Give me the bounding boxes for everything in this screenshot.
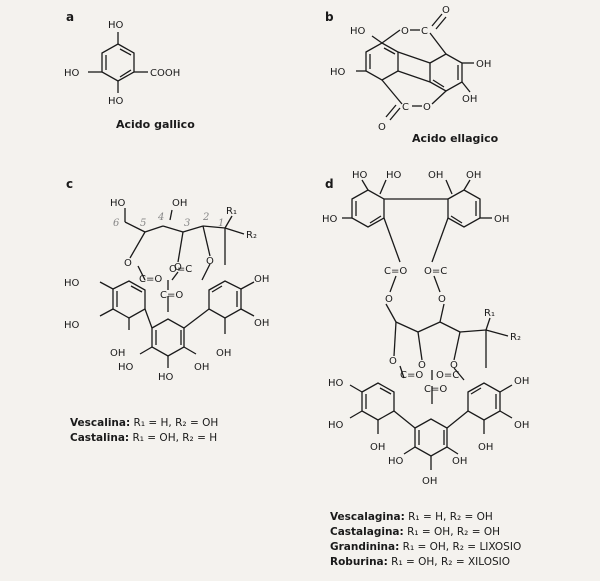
label-carbonyl-o: O: [442, 5, 450, 16]
label-ring-o: O: [124, 258, 132, 269]
label-carbonyl: O=C: [424, 266, 447, 277]
label-carbonyl: C=O: [384, 266, 407, 277]
label-carbonyl: O=C: [436, 370, 459, 381]
legend-substituents: R₁ = OH, R₂ = XILOSIO: [391, 556, 511, 568]
label-ho: HO: [322, 214, 338, 225]
panel-label-d: d: [325, 177, 334, 191]
carbon-number: 5: [140, 218, 146, 229]
label-ring-o: O: [401, 26, 409, 37]
label-oh: OH: [466, 170, 481, 181]
label-ho: HO: [158, 372, 174, 383]
label-ho: HO: [328, 378, 344, 389]
label-oh: OH: [254, 274, 269, 285]
legend-row: Vescalina: R₁ = H, R₂ = OH: [70, 416, 218, 431]
legend-row: Grandinina: R₁ = OH, R₂ = LIXOSIO: [330, 540, 521, 555]
label-ho: HO: [118, 362, 134, 373]
label-carbonyl: C=O: [160, 290, 183, 301]
structure-ellagic-acid: HO HO OH OH O C O O C O: [330, 5, 491, 133]
label-ho: HO: [388, 456, 404, 467]
caption-ellagic-acid: Acido ellagico: [412, 132, 499, 145]
legend-row: Castalagina: R₁ = OH, R₂ = OH: [330, 525, 521, 540]
label-cooh: COOH: [150, 68, 180, 79]
legend-compound-name: Grandinina:: [330, 541, 400, 553]
label-r2: R₂: [246, 230, 257, 241]
label-ho: HO: [108, 96, 124, 107]
label-oh: OH: [216, 348, 231, 359]
label-ring-o: O: [450, 360, 458, 371]
panel-label-a: a: [66, 10, 75, 24]
legend-compound-name: Vescalina:: [70, 417, 131, 429]
legend-vescalin: Vescalina: R₁ = H, R₂ = OH Castalina: R₁…: [70, 416, 218, 446]
caption-gallic-acid: Acido gallico: [116, 118, 195, 131]
legend-substituents: R₁ = H, R₂ = OH: [133, 417, 219, 429]
legend-compound-name: Castalina:: [70, 432, 130, 444]
label-oh: OH: [428, 170, 443, 181]
legend-substituents: R₁ = OH, R₂ = LIXOSIO: [402, 541, 522, 553]
label-carbonyl: C=O: [424, 384, 447, 395]
label-carbonyl: C=O: [139, 274, 162, 285]
label-ho: HO: [64, 320, 80, 331]
label-r1: R₁: [226, 206, 237, 217]
label-ring-o: O: [438, 294, 446, 305]
carbon-number: 1: [218, 218, 224, 229]
label-oh: OH: [514, 376, 529, 387]
label-carbonyl: C=O: [400, 370, 423, 381]
label-ring-o: O: [385, 294, 393, 305]
label-oh: OH: [370, 442, 385, 453]
structure-gallic-acid: HO HO HO COOH: [64, 20, 180, 107]
legend-substituents: R₁ = H, R₂ = OH: [408, 511, 493, 523]
label-oh: OH: [194, 362, 209, 373]
label-ho: HO: [64, 278, 80, 289]
label-oh: OH: [478, 442, 493, 453]
label-carbonyl-o: O: [378, 122, 386, 133]
legend-substituents: R₁ = OH, R₂ = H: [132, 432, 218, 444]
legend-row: Vescalagina: R₁ = H, R₂ = OH: [330, 510, 521, 525]
label-ho: HO: [386, 170, 402, 181]
structure-vescalin: HO OH R₁ R₂ O O O C=O O=C C=O HO HO OH O…: [64, 198, 269, 383]
label-r1: R₁: [484, 308, 495, 319]
label-ring-o: O: [389, 356, 397, 367]
label-carbonyl-c: C: [402, 102, 409, 113]
label-ho: HO: [108, 20, 124, 31]
label-oh: OH: [462, 94, 477, 105]
structure-vescalagin: HO HO OH OH HO OH C=O O=C O O R₁ R₂ O O …: [322, 170, 529, 487]
label-carbonyl: O=C: [169, 264, 192, 275]
label-carbonyl-c: C: [421, 26, 428, 37]
legend-compound-name: Vescalagina:: [330, 511, 405, 523]
label-ho: HO: [352, 170, 368, 181]
label-oh: OH: [422, 476, 437, 487]
carbon-number: 2: [202, 212, 209, 223]
carbon-number: 6: [113, 218, 120, 229]
label-ho: HO: [350, 26, 366, 37]
label-ring-o: O: [206, 256, 214, 267]
label-oh: OH: [452, 456, 467, 467]
label-oh: OH: [254, 318, 269, 329]
label-ring-o: O: [423, 102, 431, 113]
legend-vescalagin: Vescalagina: R₁ = H, R₂ = OH Castalagina…: [330, 510, 521, 570]
label-ho: HO: [110, 198, 126, 209]
label-ring-o: O: [418, 360, 426, 371]
panel-label-c: c: [66, 177, 74, 191]
label-ho: HO: [330, 67, 346, 78]
label-ho: HO: [64, 68, 80, 79]
panel-label-b: b: [325, 10, 334, 24]
legend-compound-name: Castalagina:: [330, 526, 404, 538]
label-oh: OH: [476, 59, 491, 70]
legend-substituents: R₁ = OH, R₂ = OH: [407, 526, 501, 538]
legend-row: Castalina: R₁ = OH, R₂ = H: [70, 431, 218, 446]
legend-row: Roburina: R₁ = OH, R₂ = XILOSIO: [330, 555, 521, 570]
label-oh: OH: [110, 348, 125, 359]
label-r2: R₂: [510, 332, 521, 343]
label-oh: OH: [514, 420, 529, 431]
label-oh: OH: [494, 214, 509, 225]
label-ring-o: O: [174, 262, 182, 273]
label-oh: OH: [172, 198, 187, 209]
legend-compound-name: Roburina:: [330, 556, 388, 568]
carbon-number: 3: [184, 218, 190, 229]
carbon-number: 4: [157, 212, 164, 223]
label-ho: HO: [328, 420, 344, 431]
